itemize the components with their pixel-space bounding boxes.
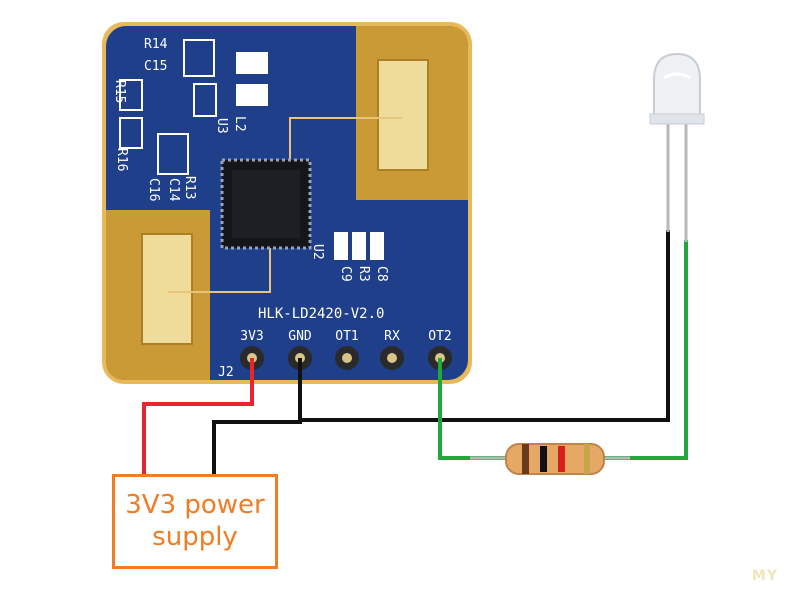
wire-gnd-to-supply: [212, 358, 302, 474]
pin-label-ot2: OT2: [428, 329, 451, 344]
radar-module-board: R14 C15 R15 L2 U3 R16 C16 R13 C14 U2 C9 …: [102, 22, 472, 384]
silk-r3: R3: [356, 266, 371, 282]
silk-c9: C9: [338, 266, 353, 282]
connector-label: J2: [218, 365, 234, 380]
silk-c16: C16: [146, 178, 161, 201]
resistor: [470, 443, 630, 475]
silk-r15: R15: [112, 80, 127, 103]
board-model-label: HLK-LD2420-V2.0: [258, 306, 384, 322]
silk-c8: C8: [374, 266, 389, 282]
silk-r14: R14: [144, 37, 168, 52]
wire-gnd-to-led: [300, 230, 670, 422]
silk-u2: U2: [310, 244, 325, 260]
wire-3v3: [142, 358, 254, 474]
silk-c15: C15: [144, 59, 167, 74]
watermark: MY: [751, 568, 778, 584]
power-supply-box: 3V3 power supply: [112, 474, 278, 569]
silk-l2: L2: [232, 116, 247, 132]
silk-r16: R16: [114, 148, 129, 171]
pin-label-rx: RX: [384, 329, 400, 344]
power-supply-line2: supply: [152, 522, 238, 552]
silk-r13: R13: [182, 176, 197, 199]
power-supply-line1: 3V3 power: [125, 490, 265, 520]
led: [649, 52, 705, 242]
silk-c14: C14: [166, 178, 181, 202]
silk-u3: U3: [214, 118, 229, 134]
pin-label-ot1: OT1: [335, 329, 358, 344]
pin-label-gnd: GND: [288, 329, 312, 344]
wire-resistor-to-led: [604, 240, 688, 460]
pin-label-3v3: 3V3: [240, 329, 263, 344]
